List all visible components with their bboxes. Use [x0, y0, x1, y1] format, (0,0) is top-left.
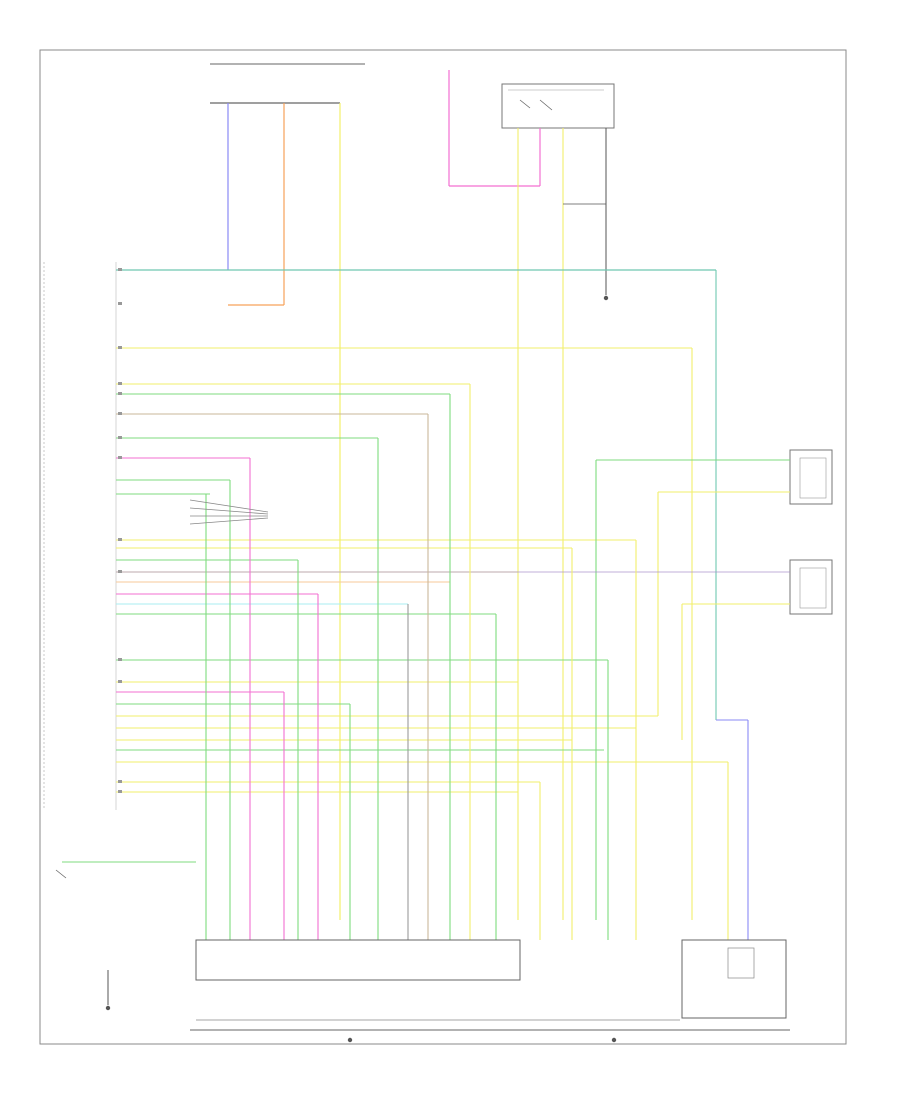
- od-switch-contact: [55, 869, 67, 879]
- output-speed-sensor-inner: [799, 457, 827, 499]
- transmission-range-switch: [501, 83, 615, 129]
- ground-point-trs: [603, 295, 609, 301]
- ground-od: [105, 1005, 111, 1011]
- ground-bottom-1: [347, 1037, 353, 1043]
- pcm-pin-markers: [118, 268, 122, 793]
- wire-tcc-1: [189, 499, 269, 513]
- trs-inner: [727, 947, 755, 979]
- input-speed-sensor: [789, 559, 833, 615]
- diagram-frame: [39, 49, 847, 1045]
- solenoid-pressure-switch-assembly: [195, 939, 521, 981]
- trs-contact-2: [519, 99, 531, 109]
- output-speed-sensor: [789, 449, 833, 505]
- ground-bottom-2: [611, 1037, 617, 1043]
- wire-tcc-4: [189, 517, 269, 525]
- trs-contact: [539, 99, 553, 111]
- transmission-range-sensor: [681, 939, 787, 1019]
- input-speed-sensor-inner: [799, 567, 827, 609]
- wire-tcc-2: [189, 507, 269, 515]
